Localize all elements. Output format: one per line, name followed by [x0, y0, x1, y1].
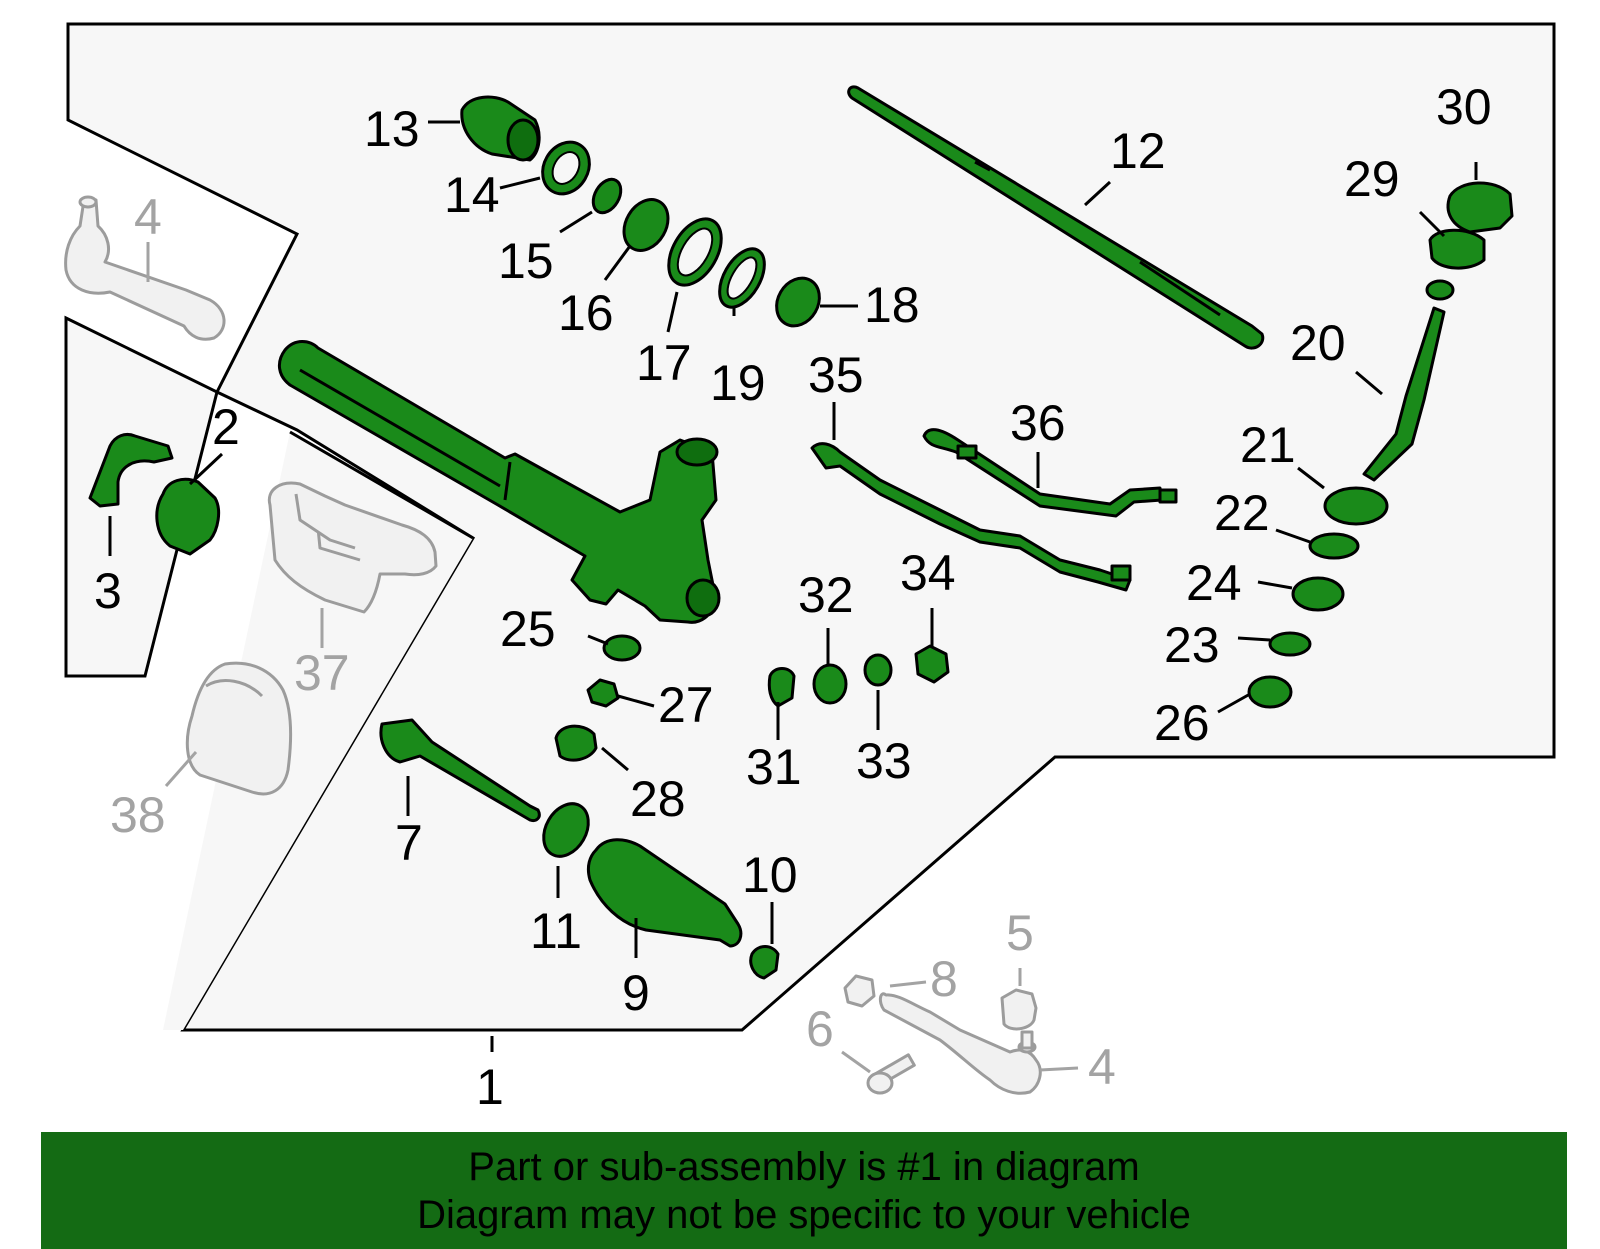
callout-13: 13: [364, 101, 420, 157]
part-seal-18: [775, 276, 821, 328]
part-clamp-11: [542, 802, 590, 858]
part-ring-17: [667, 217, 723, 287]
part-rack-12: [847, 85, 1265, 350]
callout-4-upper: 4: [134, 189, 162, 245]
callout-29: 29: [1344, 151, 1400, 207]
callout-23: 23: [1164, 617, 1220, 673]
callout-15: 15: [498, 233, 554, 289]
banner-line-2: Diagram may not be specific to your vehi…: [417, 1192, 1191, 1237]
leader-lines-grey: [146, 242, 1079, 1074]
ghost-nut-5: [1000, 988, 1038, 1031]
callout-17: 17: [636, 335, 692, 391]
callout-3: 3: [94, 563, 122, 619]
part-seal-small: [1425, 279, 1455, 301]
callout-9: 9: [622, 965, 650, 1021]
ghost-cover-38: [185, 661, 293, 796]
part-boot-9: [586, 838, 743, 948]
callout-22: 22: [1214, 485, 1270, 541]
part-clamp-3: [88, 432, 174, 508]
part-inner-tie-rod-7: [379, 718, 541, 822]
ghost-nut-8: [843, 974, 876, 1008]
banner-line-1: Part or sub-assembly is #1 in diagram: [468, 1144, 1140, 1189]
part-cap-28: [554, 724, 598, 762]
callout-28: 28: [630, 771, 686, 827]
inset-panel-left: [64, 315, 219, 678]
part-ring-15: [591, 177, 623, 215]
part-fitting-31: [767, 667, 796, 708]
callout-14: 14: [444, 167, 500, 223]
callout-36: 36: [1010, 395, 1066, 451]
callout-18: 18: [864, 277, 920, 333]
leader-lines: [108, 120, 1478, 1052]
callout-11: 11: [530, 903, 582, 959]
part-ring-23: [1268, 631, 1312, 657]
callout-37: 37: [294, 645, 350, 701]
callout-8: 8: [930, 951, 958, 1007]
part-seal-33: [863, 653, 893, 687]
part-cap-26: [1247, 675, 1293, 709]
callout-21: 21: [1240, 417, 1296, 473]
callout-24: 24: [1186, 555, 1242, 611]
callout-4-lower: 4: [1088, 1039, 1116, 1095]
callout-38: 38: [110, 787, 166, 843]
callout-5: 5: [1006, 905, 1034, 961]
callout-16: 16: [558, 285, 614, 341]
callout-27: 27: [658, 677, 714, 733]
part-seal-14: [541, 140, 591, 196]
ghost-tie-rod-end-upper: [64, 195, 226, 341]
callout-2: 2: [212, 399, 240, 455]
part-bushing-2: [155, 477, 221, 556]
ghost-tie-rod-end-lower: [878, 992, 1042, 1095]
callout-12: 12: [1110, 123, 1166, 179]
callout-32: 32: [798, 567, 854, 623]
callout-6: 6: [806, 1001, 834, 1057]
callouts: 1 2 3 4 4 5 6 7 8 9 10 11 12 13 14 15 16…: [94, 79, 1492, 1115]
callout-34: 34: [900, 545, 956, 601]
part-ring-22: [1308, 532, 1360, 560]
part-ring-19: [718, 247, 766, 309]
part-clip-10: [749, 945, 780, 980]
callout-26: 26: [1154, 695, 1210, 751]
part-nut-34: [914, 644, 950, 684]
callout-1: 1: [476, 1059, 504, 1115]
callout-10: 10: [742, 847, 798, 903]
part-nut-27: [586, 678, 620, 708]
part-seal-25: [602, 634, 642, 662]
part-seal-16: [622, 198, 670, 252]
part-pinion-20: [1362, 306, 1446, 482]
part-bearing-29: [1428, 228, 1486, 270]
callout-30: 30: [1436, 79, 1492, 135]
part-bellows-13: [460, 95, 541, 162]
part-line-36: [922, 428, 1178, 518]
ghost-bolt-6: [866, 1053, 916, 1095]
part-housing-30: [1446, 181, 1514, 234]
callout-31: 31: [746, 739, 802, 795]
part-fitting-32: [812, 663, 848, 705]
callout-7: 7: [395, 815, 423, 871]
part-plug-24: [1291, 576, 1345, 612]
info-banner: Part or sub-assembly is #1 in diagram Di…: [41, 1132, 1567, 1249]
part-line-35: [810, 442, 1132, 592]
part-rack-housing: [277, 340, 721, 624]
callout-33: 33: [856, 733, 912, 789]
part-seal-21: [1323, 486, 1389, 526]
callout-35: 35: [808, 347, 864, 403]
ghost-heat-shield: [267, 481, 438, 614]
callout-19: 19: [710, 355, 766, 411]
callout-25: 25: [500, 601, 556, 657]
inset-panel-mid: [163, 432, 473, 1030]
callout-20: 20: [1290, 315, 1346, 371]
